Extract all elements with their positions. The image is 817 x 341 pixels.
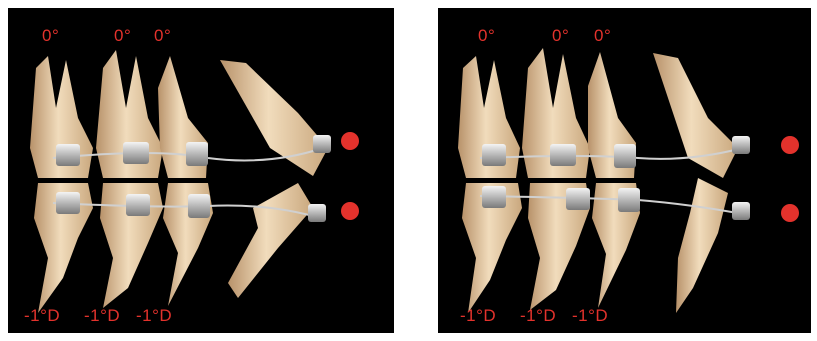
top-angle-label: 0°: [154, 26, 171, 46]
bracket: [618, 188, 640, 212]
bracket: [550, 144, 576, 166]
bottom-angle-label: -1°D: [460, 306, 496, 326]
bracket: [56, 144, 80, 166]
right-teeth-illustration: [438, 8, 811, 333]
bottom-angle-label: -1°D: [84, 306, 120, 326]
top-angle-label: 0°: [42, 26, 59, 46]
bracket: [732, 202, 750, 220]
bracket: [126, 194, 150, 216]
bottom-angle-label: -1°D: [572, 306, 608, 326]
top-angle-label: 0°: [114, 26, 131, 46]
lower-canine: [228, 183, 313, 298]
bracket: [186, 142, 208, 166]
right-image-panel: 0° 0° 0° -1°D -1°D -1°D: [438, 8, 811, 333]
top-angle-label: 0°: [552, 26, 569, 46]
top-angle-label: 0°: [594, 26, 611, 46]
left-teeth-illustration: [8, 8, 394, 333]
upper-red-marker: [341, 132, 359, 150]
bracket: [482, 186, 506, 208]
bracket: [732, 136, 750, 154]
bracket: [188, 194, 210, 218]
bracket: [56, 192, 80, 214]
bottom-angle-label: -1°D: [136, 306, 172, 326]
bracket: [482, 144, 506, 166]
bracket: [614, 144, 636, 168]
bottom-angle-label: -1°D: [520, 306, 556, 326]
lower-red-marker: [341, 202, 359, 220]
top-angle-label: 0°: [478, 26, 495, 46]
bracket: [313, 135, 331, 153]
lower-red-marker: [781, 204, 799, 222]
bottom-angle-label: -1°D: [24, 306, 60, 326]
left-image-panel: 0° 0° 0° -1°D -1°D -1°D: [8, 8, 394, 333]
bracket: [566, 188, 590, 210]
lower-canine: [676, 178, 728, 313]
upper-red-marker: [781, 136, 799, 154]
bracket: [308, 204, 326, 222]
bracket: [123, 142, 149, 164]
